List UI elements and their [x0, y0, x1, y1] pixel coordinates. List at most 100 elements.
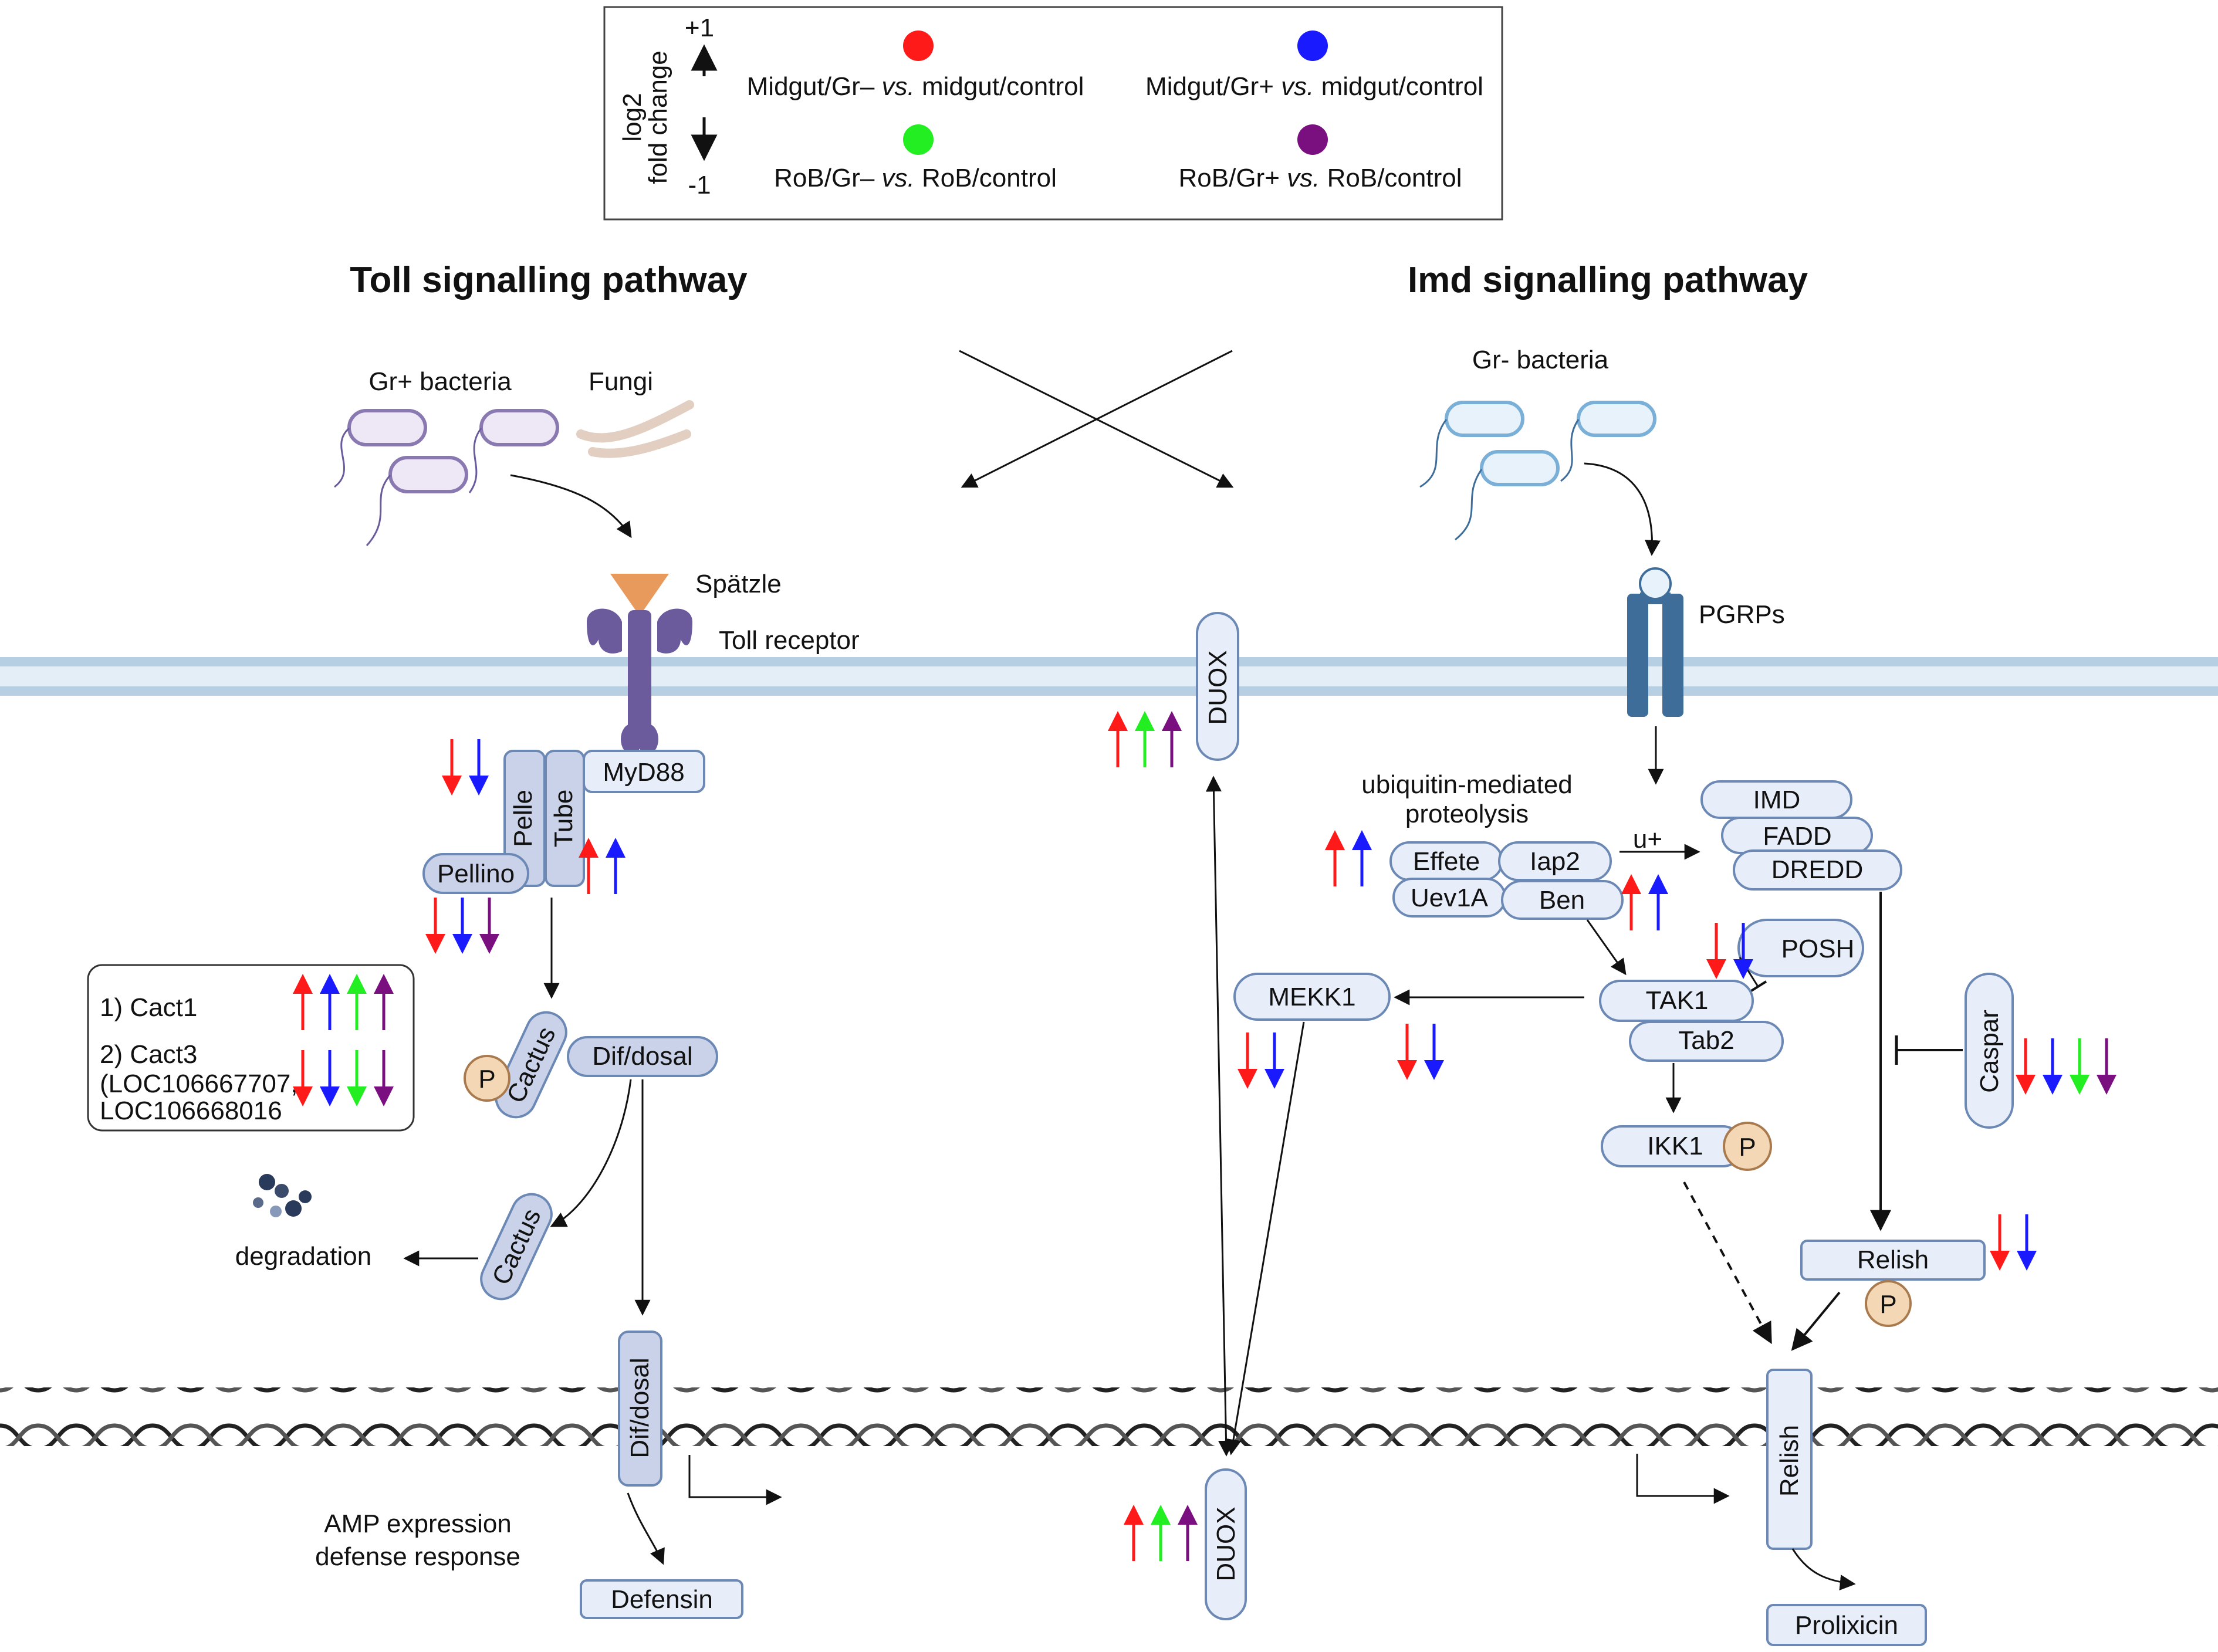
legend-scale-label-2: fold change	[644, 50, 672, 184]
arrow-ikk1-to-relish-dashed	[1683, 1182, 1772, 1345]
legend-dot-green	[903, 124, 934, 155]
fold-change-up-red-arrow	[1124, 1505, 1144, 1561]
fc-relish	[1990, 1214, 2037, 1271]
legend-item-red: Midgut/Gr– vs. midgut/control	[747, 72, 1084, 101]
arrow-to-defensin	[627, 1492, 665, 1565]
transcription-arrow-toll	[688, 1455, 782, 1505]
cell-membrane	[0, 657, 2218, 696]
gr-neg-bacteria-icon	[1419, 401, 1656, 541]
svg-text:Dif/dosal: Dif/dosal	[592, 1042, 692, 1071]
mekk1-node: MEKK1	[1233, 973, 1391, 1021]
tube-node: Tube	[545, 750, 585, 887]
fold-change-up-red-arrow	[579, 838, 599, 894]
duox-nuclear-node: DUOX	[1205, 1468, 1247, 1620]
tab2-node: Tab2	[1629, 1021, 1784, 1062]
tak1-node: TAK1	[1599, 980, 1754, 1022]
fold-change-down-blue-arrow	[469, 739, 489, 795]
cactus-node: Cactus	[495, 1011, 567, 1119]
dna-strand	[0, 1387, 2218, 1446]
arrow-to-prolixicin	[1791, 1548, 1856, 1591]
amp-expression-label: AMP expression	[324, 1509, 512, 1538]
dredd-node: DREDD	[1733, 849, 1902, 891]
fc-mekk1	[1238, 1032, 1284, 1089]
svg-text:Dif/dosal: Dif/dosal	[625, 1358, 654, 1458]
svg-text:MEKK1: MEKK1	[1268, 983, 1355, 1011]
fold-change-up-blue-arrow	[1352, 830, 1372, 886]
fc-posh	[1706, 923, 1753, 979]
fold-change-down-blue-arrow	[1264, 1032, 1284, 1089]
posh-node: POSH	[1737, 919, 1864, 977]
fc-tak1-left	[1397, 1024, 1444, 1080]
cactus-fold-change-box: 1) Cact1 2) Cact3 (LOC106667707, LOC1066…	[87, 964, 415, 1132]
svg-text:POSH: POSH	[1781, 935, 1855, 963]
svg-text:Ben: Ben	[1539, 886, 1585, 915]
fold-change-up-red-arrow	[293, 974, 313, 1030]
pgrps-label: PGRPs	[1699, 600, 1785, 629]
spatzle-icon	[610, 574, 669, 616]
duox-membrane-node: DUOX	[1196, 612, 1239, 761]
toll-receptor-icon	[587, 608, 692, 754]
fold-change-down-blue-arrow	[2017, 1214, 2037, 1271]
fold-change-down-red-arrow	[2016, 1038, 2036, 1095]
fold-change-up-red-arrow	[1108, 711, 1128, 767]
svg-text:IKK1: IKK1	[1647, 1132, 1703, 1160]
fold-change-up-blue-arrow	[606, 838, 625, 894]
phospho-ikk1: P	[1723, 1122, 1772, 1171]
imd-node: IMD	[1700, 780, 1852, 819]
fc-tube-myd88	[579, 838, 625, 894]
fc-ben	[1621, 874, 1668, 930]
arrow-ben-to-tak1	[1586, 919, 1627, 976]
fold-change-down-red-arrow	[1706, 923, 1726, 979]
fold-change-down-purple-arrow	[374, 1050, 394, 1106]
relish-nuclear-node: Relish	[1766, 1369, 1813, 1550]
svg-text:Iap2: Iap2	[1530, 847, 1580, 876]
fold-change-down-purple-arrow	[479, 898, 499, 954]
fold-change-up-red-arrow	[1621, 874, 1641, 930]
svg-text:Pellino: Pellino	[437, 859, 515, 888]
svg-text:P: P	[1739, 1133, 1756, 1162]
fadd-node: FADD	[1721, 817, 1873, 854]
legend-item-blue: Midgut/Gr+ vs. midgut/control	[1145, 72, 1483, 101]
legend-scale-bottom: -1	[688, 171, 711, 199]
fold-change-down-blue-arrow	[2043, 1038, 2063, 1095]
effete-node: Effete	[1389, 841, 1503, 881]
imd-pathway-title: Imd signalling pathway	[1408, 260, 1808, 300]
svg-text:P: P	[478, 1065, 495, 1094]
fold-change-up-green-arrow	[1135, 711, 1155, 767]
dif-dosal-node: Dif/dosal	[567, 1036, 718, 1077]
fold-change-down-red-arrow	[425, 898, 445, 954]
svg-text:DREDD: DREDD	[1771, 855, 1863, 884]
fc-caspar	[2016, 1038, 2116, 1095]
cact3-label-1: 2) Cact3	[100, 1040, 197, 1069]
fold-change-down-blue-arrow	[1733, 923, 1753, 979]
fold-change-down-blue-arrow	[1424, 1024, 1444, 1080]
degradation-label: degradation	[235, 1242, 371, 1271]
fc-duox-bottom	[1124, 1505, 1198, 1561]
cact1-label: 1) Cact1	[100, 993, 197, 1022]
fold-change-up-green-arrow	[1151, 1505, 1171, 1561]
fold-change-down-red-arrow	[1238, 1032, 1257, 1089]
ubiquitin-label-1: ubiquitin-mediated	[1361, 770, 1573, 799]
fold-change-up-purple-arrow	[1178, 1505, 1198, 1561]
fold-change-down-red-arrow	[1397, 1024, 1417, 1080]
svg-text:TAK1: TAK1	[1646, 986, 1709, 1015]
svg-text:Uev1A: Uev1A	[1411, 883, 1489, 912]
fold-change-up-purple-arrow	[374, 974, 394, 1030]
pelle-node: Pelle	[503, 750, 546, 887]
iap2-node: Iap2	[1498, 841, 1612, 881]
cross-arrow-to-imd	[959, 350, 1234, 488]
svg-text:Caspar: Caspar	[1975, 1010, 2004, 1093]
legend-item-purple: RoB/Gr+ vs. RoB/control	[1179, 164, 1462, 192]
fc-effete	[1325, 830, 1372, 886]
svg-text:DUOX: DUOX	[1212, 1507, 1240, 1581]
svg-text:Relish: Relish	[1857, 1245, 1929, 1274]
cactus-free-node: Cactus	[480, 1193, 553, 1301]
degradation-fragments-icon	[253, 1174, 312, 1217]
gr-neg-bacteria-label: Gr- bacteria	[1472, 346, 1609, 374]
uev1a-node: Uev1A	[1392, 878, 1506, 918]
fc-duox-top	[1108, 711, 1182, 767]
caspar-node: Caspar	[1965, 973, 2014, 1129]
fold-change-down-red-arrow	[442, 739, 462, 795]
transcription-arrow-imd	[1636, 1454, 1730, 1504]
defensin-node: Defensin	[580, 1579, 743, 1619]
